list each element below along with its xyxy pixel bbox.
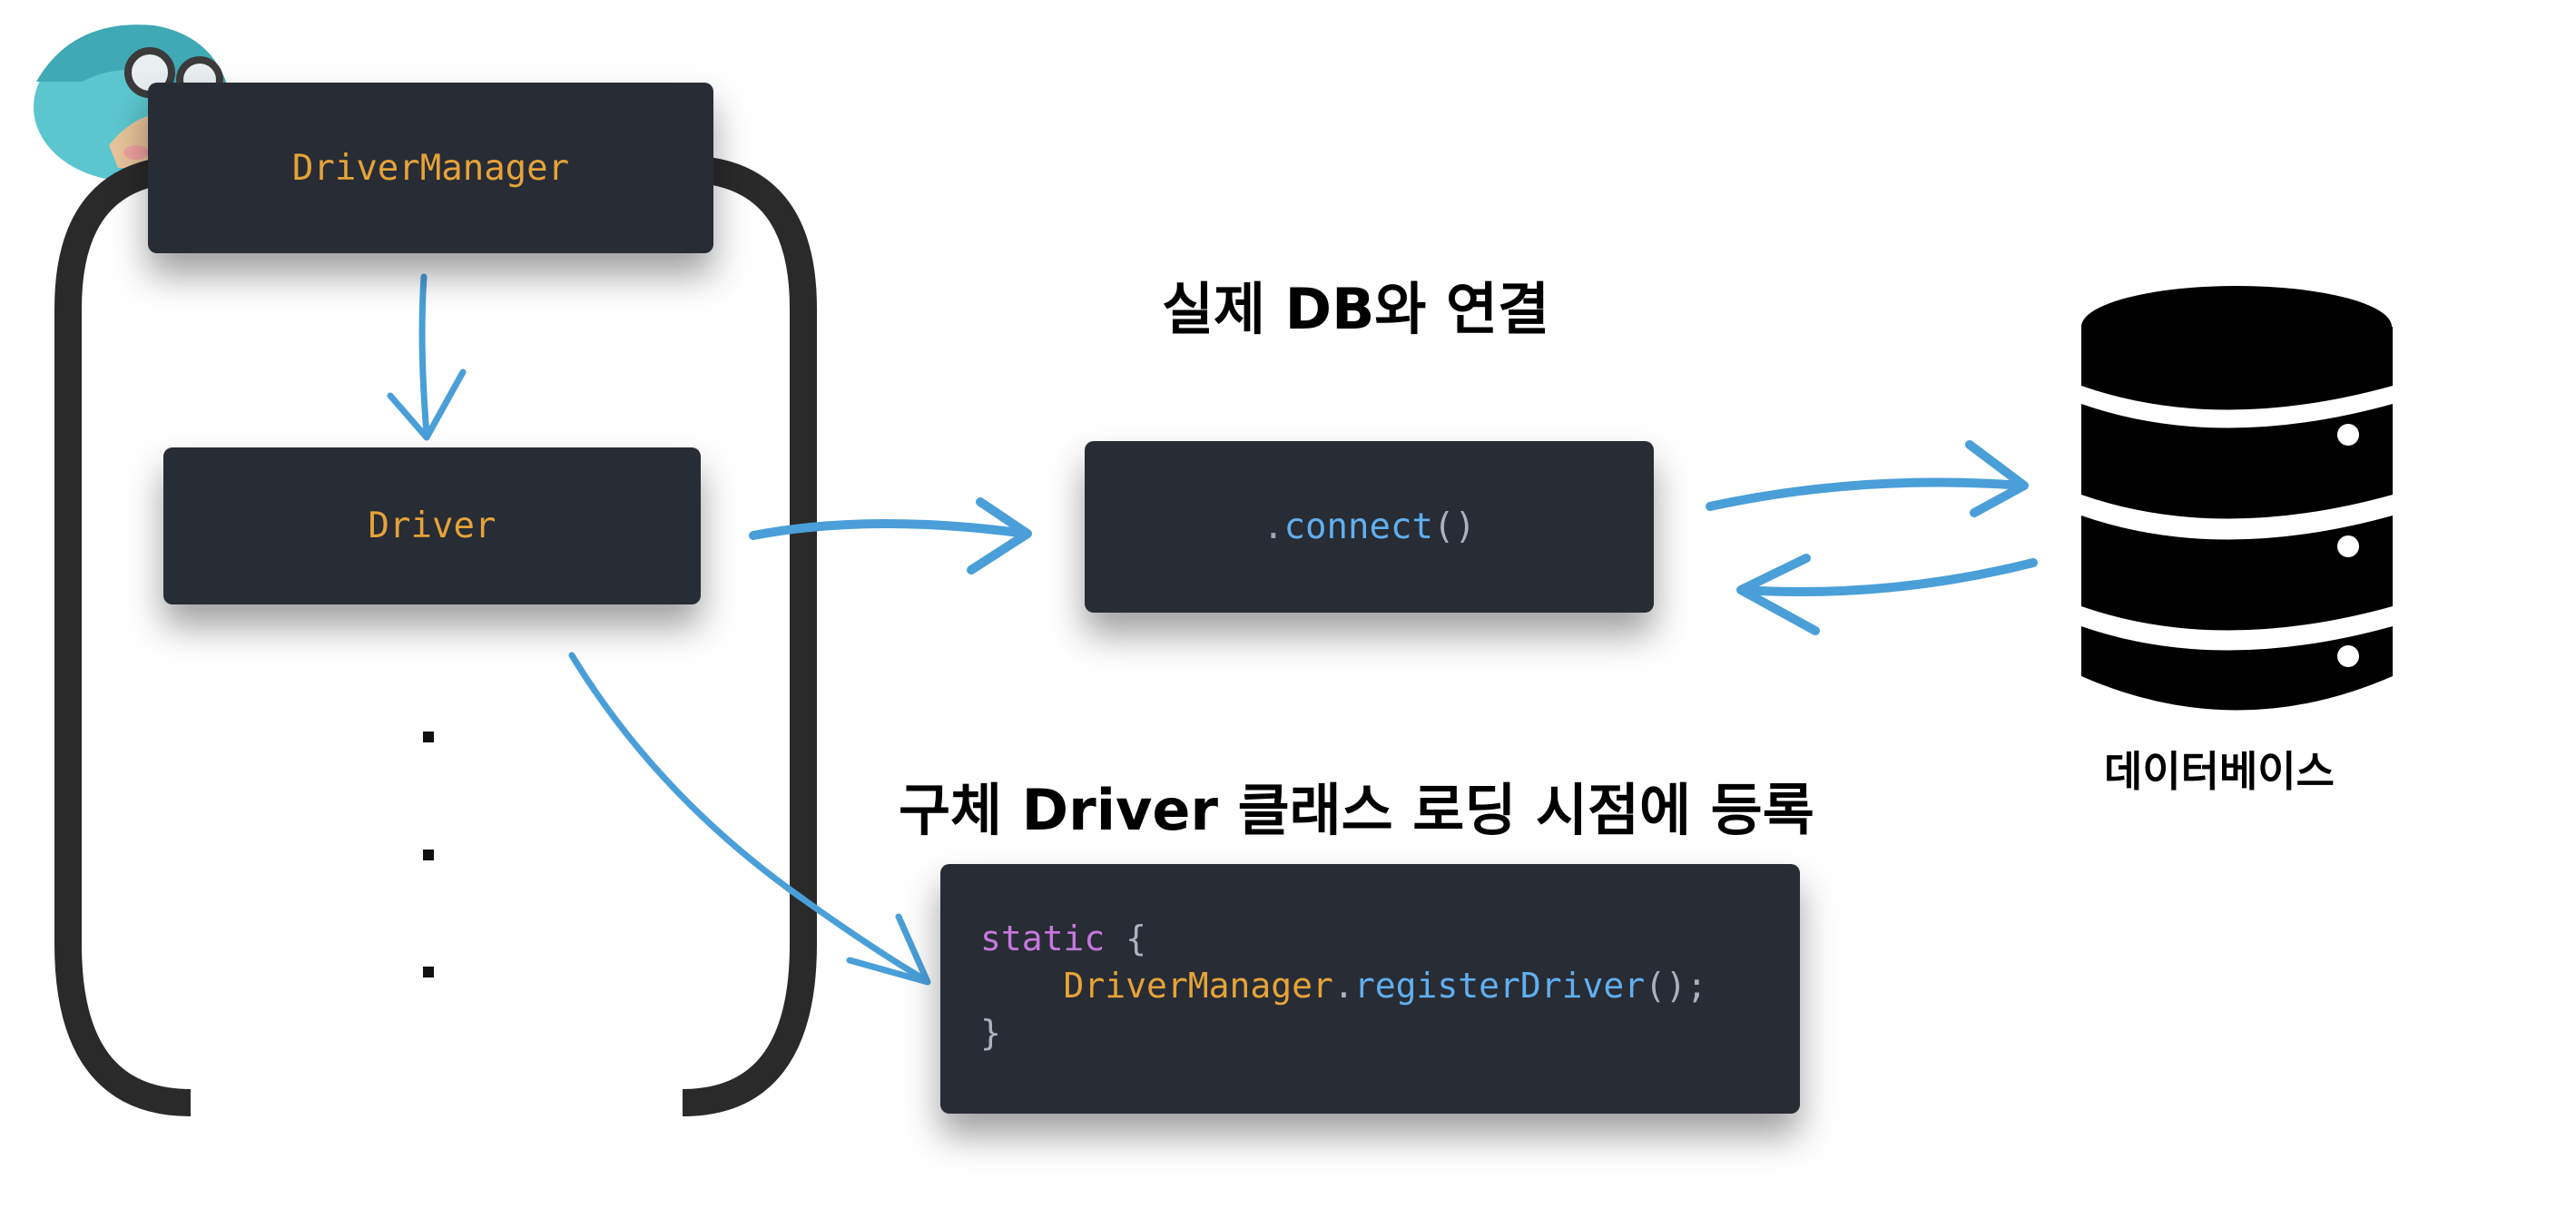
- ellipsis-dot-3: [423, 967, 434, 977]
- arrow-database-to-connect-head: [1736, 554, 1820, 635]
- arrow-manager-to-driver-head: [387, 368, 467, 441]
- register-call-end: ();: [1645, 966, 1707, 1006]
- code-indent: [980, 966, 1064, 1006]
- connect-method-name: connect: [1283, 506, 1433, 547]
- container-left-bracket: [54, 155, 192, 1116]
- arrow-manager-to-driver: [418, 273, 430, 437]
- driver-label: Driver: [368, 506, 497, 546]
- driver-manager-label: DriverManager: [291, 147, 570, 189]
- register-method-name: registerDriver: [1353, 966, 1646, 1006]
- arrow-driver-to-static: [568, 652, 929, 984]
- connect-code: .connect(): [1263, 506, 1476, 547]
- driver-box: Driver: [163, 447, 701, 604]
- arrow-connect-to-database-head: [1965, 440, 2029, 517]
- database-icon: [2081, 286, 2393, 711]
- connect-box: .connect(): [1085, 441, 1654, 613]
- register-dot: .: [1332, 966, 1354, 1006]
- ellipsis-dot-2: [423, 850, 434, 860]
- arrow-driver-to-connect-head: [967, 497, 1032, 575]
- static-keyword: static: [980, 918, 1106, 958]
- arrow-connect-to-database: [1706, 477, 2027, 511]
- open-brace: {: [1105, 918, 1147, 958]
- connect-dot: .: [1263, 506, 1284, 547]
- arrow-driver-to-connect: [749, 519, 1030, 540]
- heading-driver-registration: 구체 Driver 클래스 로딩 시점에 등록: [899, 777, 1814, 843]
- static-register-code-box: static { DriverManager.registerDriver();…: [940, 864, 1800, 1114]
- heading-real-db-connection: 실제 DB와 연결: [1162, 276, 1550, 342]
- arrow-driver-to-static-head: [846, 913, 931, 986]
- connect-parens: (): [1432, 506, 1476, 547]
- container-right-bracket: [682, 155, 817, 1116]
- arrow-database-to-connect: [1738, 558, 2038, 596]
- close-brace: }: [980, 1013, 1001, 1053]
- driver-manager-box: DriverManager: [148, 83, 713, 253]
- register-class-name: DriverManager: [1063, 966, 1333, 1006]
- database-label: 데이터베이스: [2104, 747, 2335, 796]
- ellipsis-dot-1: [423, 732, 434, 742]
